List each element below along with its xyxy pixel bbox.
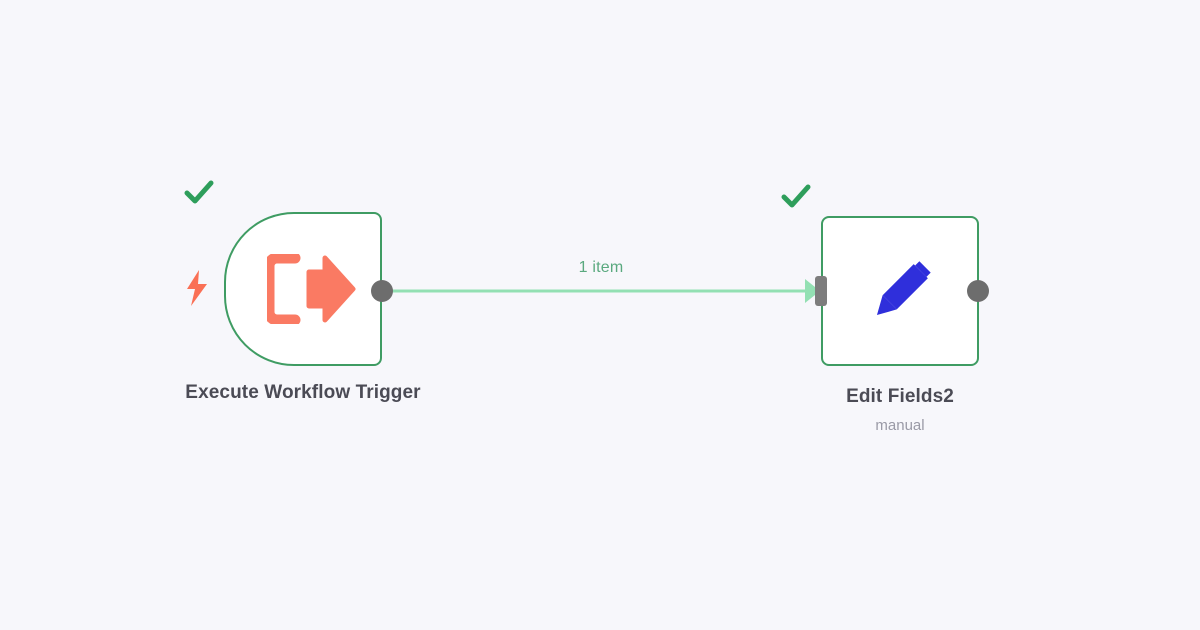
check-icon <box>184 180 214 204</box>
node-icon-wrapper <box>260 250 364 328</box>
node-title: Edit Fields2 <box>846 386 954 407</box>
node-title: Execute Workflow Trigger <box>185 382 421 403</box>
check-icon <box>781 184 811 208</box>
node-icon-wrapper <box>849 246 953 336</box>
node-label-group: Execute Workflow Trigger <box>164 376 442 409</box>
pencil-icon <box>876 261 931 316</box>
connection-label-item-count: 1 item <box>578 259 624 276</box>
node-input-endpoint[interactable] <box>815 276 827 306</box>
sign-out-arrow-icon <box>267 254 356 324</box>
node-label-group: Edit Fields2 manual <box>761 380 1039 439</box>
connection-execute-workflow-trigger-to-edit-fields2 <box>390 279 820 303</box>
node-output-endpoint[interactable] <box>371 280 393 302</box>
node-subtitle: manual <box>875 417 925 434</box>
node-output-endpoint[interactable] <box>967 280 989 302</box>
lightning-bolt-icon <box>187 270 207 306</box>
